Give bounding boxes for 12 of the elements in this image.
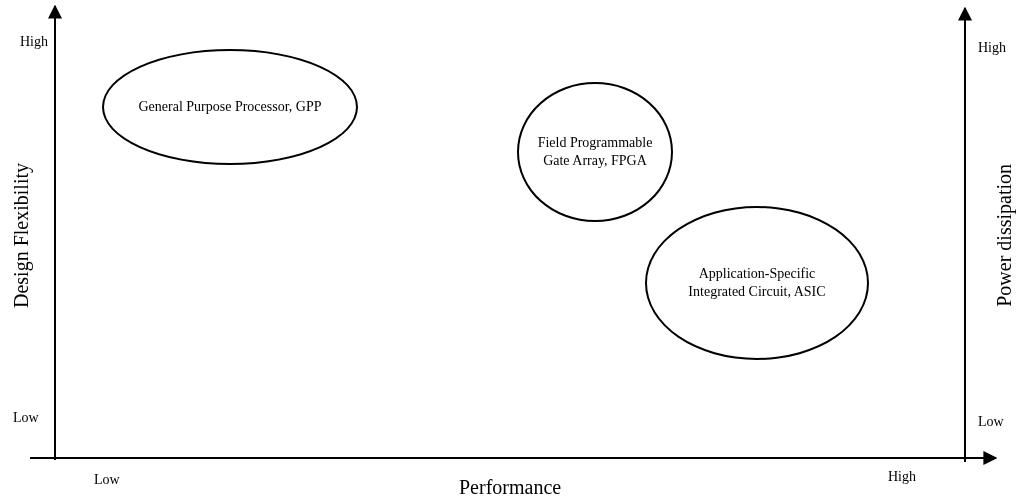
axis-title: Power dissipation bbox=[993, 163, 1016, 307]
node-label: Field Programmable Gate Array, FPGA bbox=[537, 134, 653, 170]
tick-label: Low bbox=[94, 472, 120, 488]
tick-label: High bbox=[978, 40, 1006, 56]
axis-title: Design Flexibility bbox=[10, 162, 33, 308]
tick-label: Low bbox=[978, 414, 1004, 430]
axis-title: Performance bbox=[459, 476, 562, 499]
tick-label: High bbox=[20, 34, 48, 50]
tick-label: High bbox=[888, 469, 916, 485]
node-label: General Purpose Processor, GPP bbox=[138, 98, 322, 116]
node-label: Application-Specific Integrated Circuit, ASIC bbox=[687, 265, 827, 301]
tick-label: Low bbox=[13, 410, 39, 426]
